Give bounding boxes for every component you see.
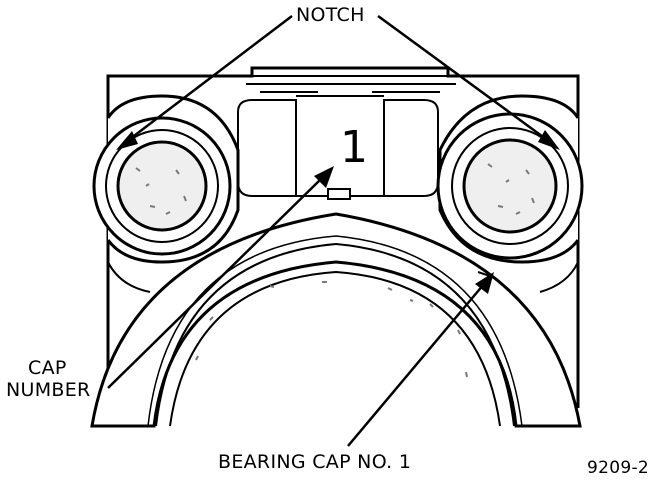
notch-left-arrowhead <box>116 131 138 150</box>
leader-lines <box>107 14 560 447</box>
notch-right-leader <box>377 14 551 144</box>
cap-number-pad <box>327 188 351 200</box>
bearing-cap-body <box>90 212 582 428</box>
right-shoulder <box>539 261 579 293</box>
right-bolt-boss <box>436 94 584 264</box>
notch-label: NOTCH <box>296 4 365 26</box>
top-ridge <box>246 75 456 93</box>
number-label: NUMBER <box>6 379 91 401</box>
left-bolt-boss <box>92 94 240 264</box>
left-shoulder <box>107 261 151 293</box>
cap-number-value: 1 <box>340 122 368 173</box>
crank-journal-opening <box>169 270 501 427</box>
bearing-shell-inner <box>155 242 515 427</box>
bearing-cap-leader <box>347 283 485 447</box>
notch-left-leader <box>125 15 293 143</box>
cap-label: CAP <box>28 357 67 379</box>
cap-number-leader <box>107 177 323 389</box>
bearing-shell-outer-edge <box>147 235 523 427</box>
bearing-cap-label: BEARING CAP NO. 1 <box>218 451 412 473</box>
figure-id: 9209-2 <box>587 458 650 478</box>
bearing-stipple <box>195 281 468 378</box>
bearing-cap-arrowhead <box>475 272 494 294</box>
notch-right-arrowhead <box>538 130 560 150</box>
cap-number-arrowhead <box>314 166 334 188</box>
